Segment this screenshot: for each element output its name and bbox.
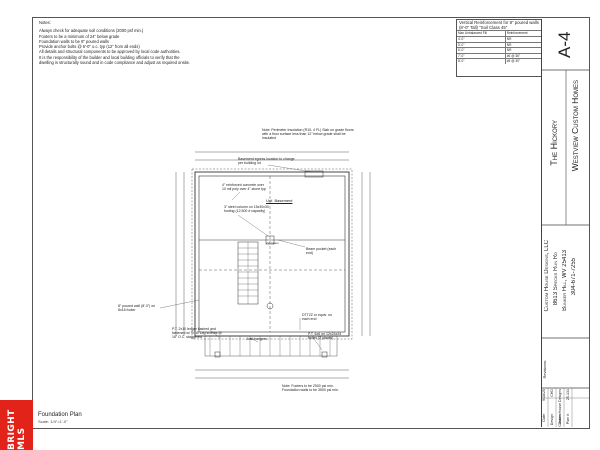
reinforcement-table: Vertical Reinforcement for 8" poured wal… (456, 19, 542, 77)
title-block (541, 19, 589, 427)
table-row: 5'-0"NR (457, 41, 541, 48)
note-line: All details and structural components to… (39, 49, 181, 55)
drawing-sheet (32, 17, 590, 429)
egress-window (304, 170, 324, 178)
table-cell: #6 @ 36" (504, 52, 541, 59)
plan-title: Foundation Plan (38, 412, 82, 418)
table-header-cell: Max Unbalanced Fill (457, 30, 506, 37)
poured-wall-note: 8" poured wall (8'-0") on 8x16 footer (118, 304, 156, 313)
dtt2z-note: DTT2Z or equiv. on each end (302, 313, 332, 322)
table-row: 7'-0"#6 @ 36" (457, 52, 541, 59)
bright-mls-watermark: BRIGHT MLS (0, 400, 33, 450)
ledger-note: P.T. 2x10 ledger flashed and fastened w/… (172, 327, 222, 340)
reinforcement-title: Vertical Reinforcement for 8" poured wal… (459, 20, 539, 31)
watermark-text: BRIGHT MLS (6, 409, 27, 450)
notes-header: Notes: (39, 20, 51, 25)
perimeter-insulation-note: Note: Perimeter Insulation (R10- 4 Ft.) … (262, 128, 354, 141)
joist-hanger-note: Joist hangers (246, 337, 267, 341)
note-line: Provide anchor bolts @ 6'-0" o.c. typ (1… (39, 44, 140, 50)
table-cell: 6'-0" (457, 47, 506, 54)
foundation-wall-inner (198, 175, 346, 333)
egress-note: Basement egress location to change per b… (238, 157, 295, 166)
steel-column (265, 235, 275, 245)
footers-note: Note: Footers to be 2500 psi min. Founda… (282, 384, 339, 393)
table-cell: 7'-0" (457, 52, 506, 59)
column-marker (266, 302, 274, 310)
pt-6x6-note: P.T. 6x6 on 12x24x24 footer (2 places) (308, 332, 342, 341)
slab-note: 4" reinforced concrete over 10 mil poly … (222, 183, 266, 192)
table-cell: NR (504, 47, 541, 54)
beam-pocket-note: Beam pocket (each end) (306, 247, 337, 256)
note-line: Always check for adequate soil condition… (39, 28, 144, 34)
note-line: dwelling is structurally sound and in co… (39, 60, 191, 66)
table-cell: #6 @ 30" (504, 58, 541, 64)
table-header-row: Max Unbalanced Fill Reinforcement (457, 30, 541, 37)
table-cell: 4'-0" (457, 36, 506, 43)
table-cell: NR (504, 41, 541, 48)
general-notes: Notes: Always check for adequate soil co… (39, 20, 369, 65)
note-line: It is the responsibility of the builder … (39, 54, 180, 60)
table-header-cell: Reinforcement (504, 30, 541, 37)
note-line: Foundation walls to be 8" poured walls (39, 38, 109, 44)
steel-column-note: 3" steel column on 15x30x30 footing (12,… (224, 205, 269, 214)
note-line: Footers to be a minimum of 24" below gra… (39, 33, 120, 39)
table-cell: 5'-0" (457, 41, 506, 48)
table-row: 8'-0"#6 @ 30" (457, 58, 541, 64)
table-row: 4'-0"NR (457, 36, 541, 43)
plan-scale: Scale: 1/4"=1'-0" (38, 419, 68, 424)
footer-outline (191, 168, 353, 340)
room-label: Unf. Basement (266, 198, 293, 203)
beam-label: LVL beam (266, 241, 279, 245)
table-cell: 8'-0" (457, 58, 506, 64)
table-cell: NR (504, 36, 541, 43)
table-row: 6'-0"NR (457, 47, 541, 54)
deck-outline (204, 335, 338, 357)
